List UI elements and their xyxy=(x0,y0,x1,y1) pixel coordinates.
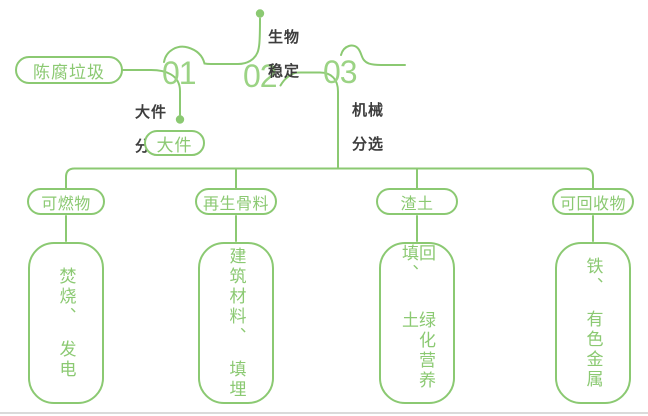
step-label-line: 分选 xyxy=(352,136,385,153)
branch-bus-line xyxy=(65,167,594,190)
node-recyclables: 可回收物 xyxy=(552,188,634,215)
destination-text: 绿化营养土 xyxy=(399,311,435,392)
destination-text: 发电 xyxy=(56,339,76,380)
bottom-divider xyxy=(0,412,648,414)
destination-box-incineration: 焚烧、 发电 xyxy=(28,242,104,404)
node-combustibles: 可燃物 xyxy=(27,188,105,215)
step-label-line: 大件 xyxy=(135,104,168,121)
destination-box-building-material: 建筑材料、 填埋 xyxy=(198,242,274,404)
destination-box-metals: 铁、 有色金属 xyxy=(555,242,631,404)
step-number-1: 01 xyxy=(162,55,197,91)
destination-text: 焚烧、 xyxy=(56,266,76,327)
branch-category-label: 可回收物 xyxy=(559,195,626,213)
destination-text: 回填、 xyxy=(399,244,435,284)
step-number-3: 03 xyxy=(323,54,358,90)
step-label-line: 稳定 xyxy=(268,63,301,80)
destination-box-backfill: 回填、 绿化营养土 xyxy=(379,242,455,404)
node-source-label: 陈腐垃圾 xyxy=(33,62,105,82)
node-recycled-aggregate: 再生骨料 xyxy=(195,188,277,215)
flow-line-step2-to-branch xyxy=(279,71,339,170)
destination-text: 有色金属 xyxy=(583,309,603,390)
step-label-bio-stabilize: 生物 稳定 xyxy=(268,12,300,97)
connector-dot-bulky xyxy=(175,115,185,124)
flow-line-step1-to-step2 xyxy=(163,17,261,65)
step-label-line: 机械 xyxy=(352,102,385,119)
node-slag-soil: 渣土 xyxy=(376,188,458,215)
flow-line-source-to-bulky xyxy=(122,69,181,116)
branch-category-label: 可燃物 xyxy=(41,195,91,213)
destination-text: 铁、 xyxy=(583,256,603,297)
step-label-mech-sorting: 机械 分选 xyxy=(352,85,384,170)
destination-text: 填埋 xyxy=(226,359,246,400)
node-bulky-items: 大件 xyxy=(144,130,205,156)
node-source-waste: 陈腐垃圾 xyxy=(15,56,123,84)
step-label-line: 生物 xyxy=(268,29,301,46)
destination-text: 建筑材料、 xyxy=(226,246,246,347)
branch-category-label: 渣土 xyxy=(400,195,434,213)
flow-line-step3-out xyxy=(340,44,406,66)
branch-category-label: 再生骨料 xyxy=(202,195,269,213)
node-bulky-label: 大件 xyxy=(156,135,193,155)
connector-dot-bio xyxy=(255,9,265,18)
step-number-2: 02 xyxy=(243,58,278,94)
